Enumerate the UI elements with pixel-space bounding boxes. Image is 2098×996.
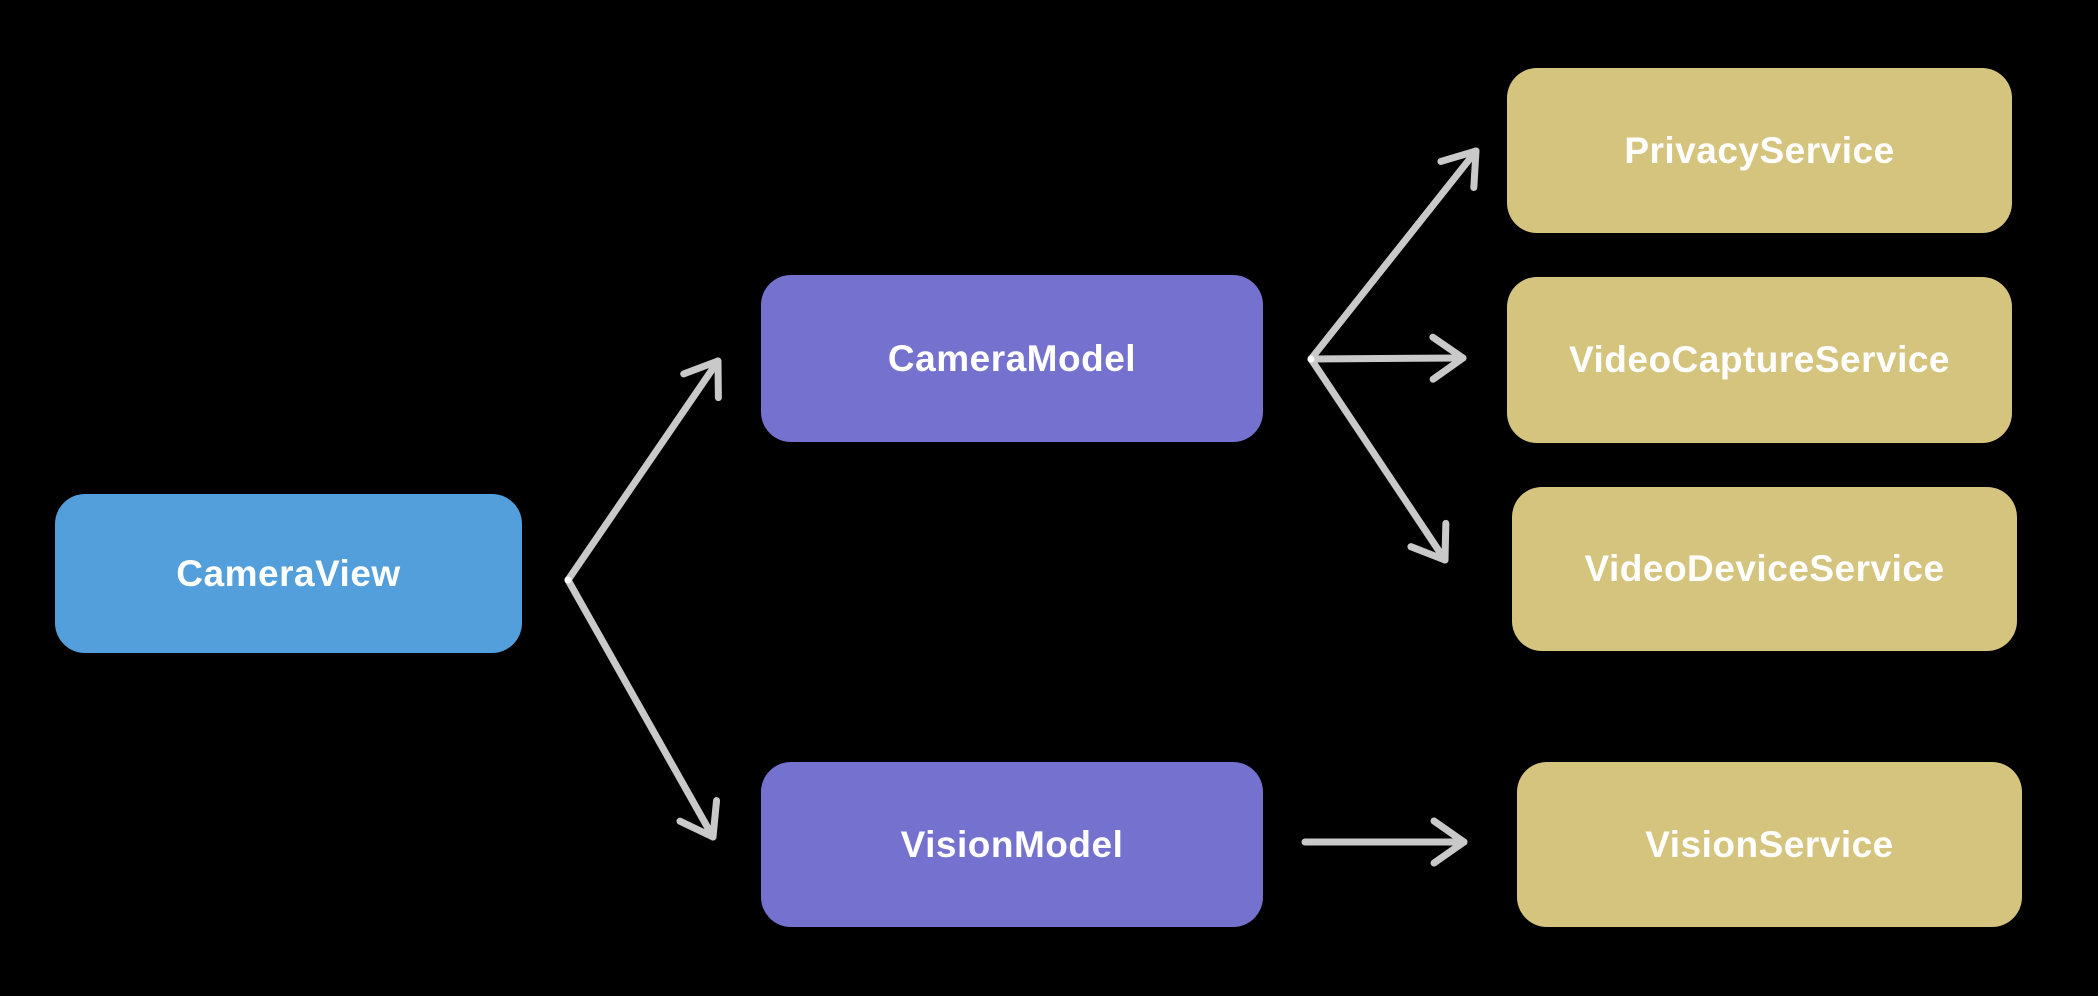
edge-cameraview-visionmodel [564,576,721,841]
node-label: VisionService [1645,823,1894,865]
node-label: CameraView [176,552,401,594]
node-label: VisionModel [900,823,1124,865]
fanout-vertex-dot [1307,355,1315,363]
node-visionservice: VisionService [1517,762,2022,927]
edge-cameraview-cameramodel [564,357,722,584]
node-videocaptureservice: VideoCaptureService [1507,277,2012,443]
edge-cameramodel-privacyservice [1307,147,1480,363]
node-label: VideoCaptureService [1568,339,1951,380]
edge-cameramodel-videocaptureservice [1307,333,1467,383]
node-visionmodel: VisionModel [761,762,1263,927]
node-label: PrivacyService [1624,129,1895,171]
edge-cameramodel-videodeviceservice [1307,355,1450,564]
node-label: VideoDeviceService [1584,548,1945,589]
node-cameramodel: CameraModel [761,275,1263,442]
node-videodeviceservice: VideoDeviceService [1512,487,2017,651]
node-privacyservice: PrivacyService [1507,68,2012,233]
fanout-vertex-dot [564,576,572,584]
node-label: CameraModel [887,337,1137,379]
node-cameraview: CameraView [55,494,522,653]
